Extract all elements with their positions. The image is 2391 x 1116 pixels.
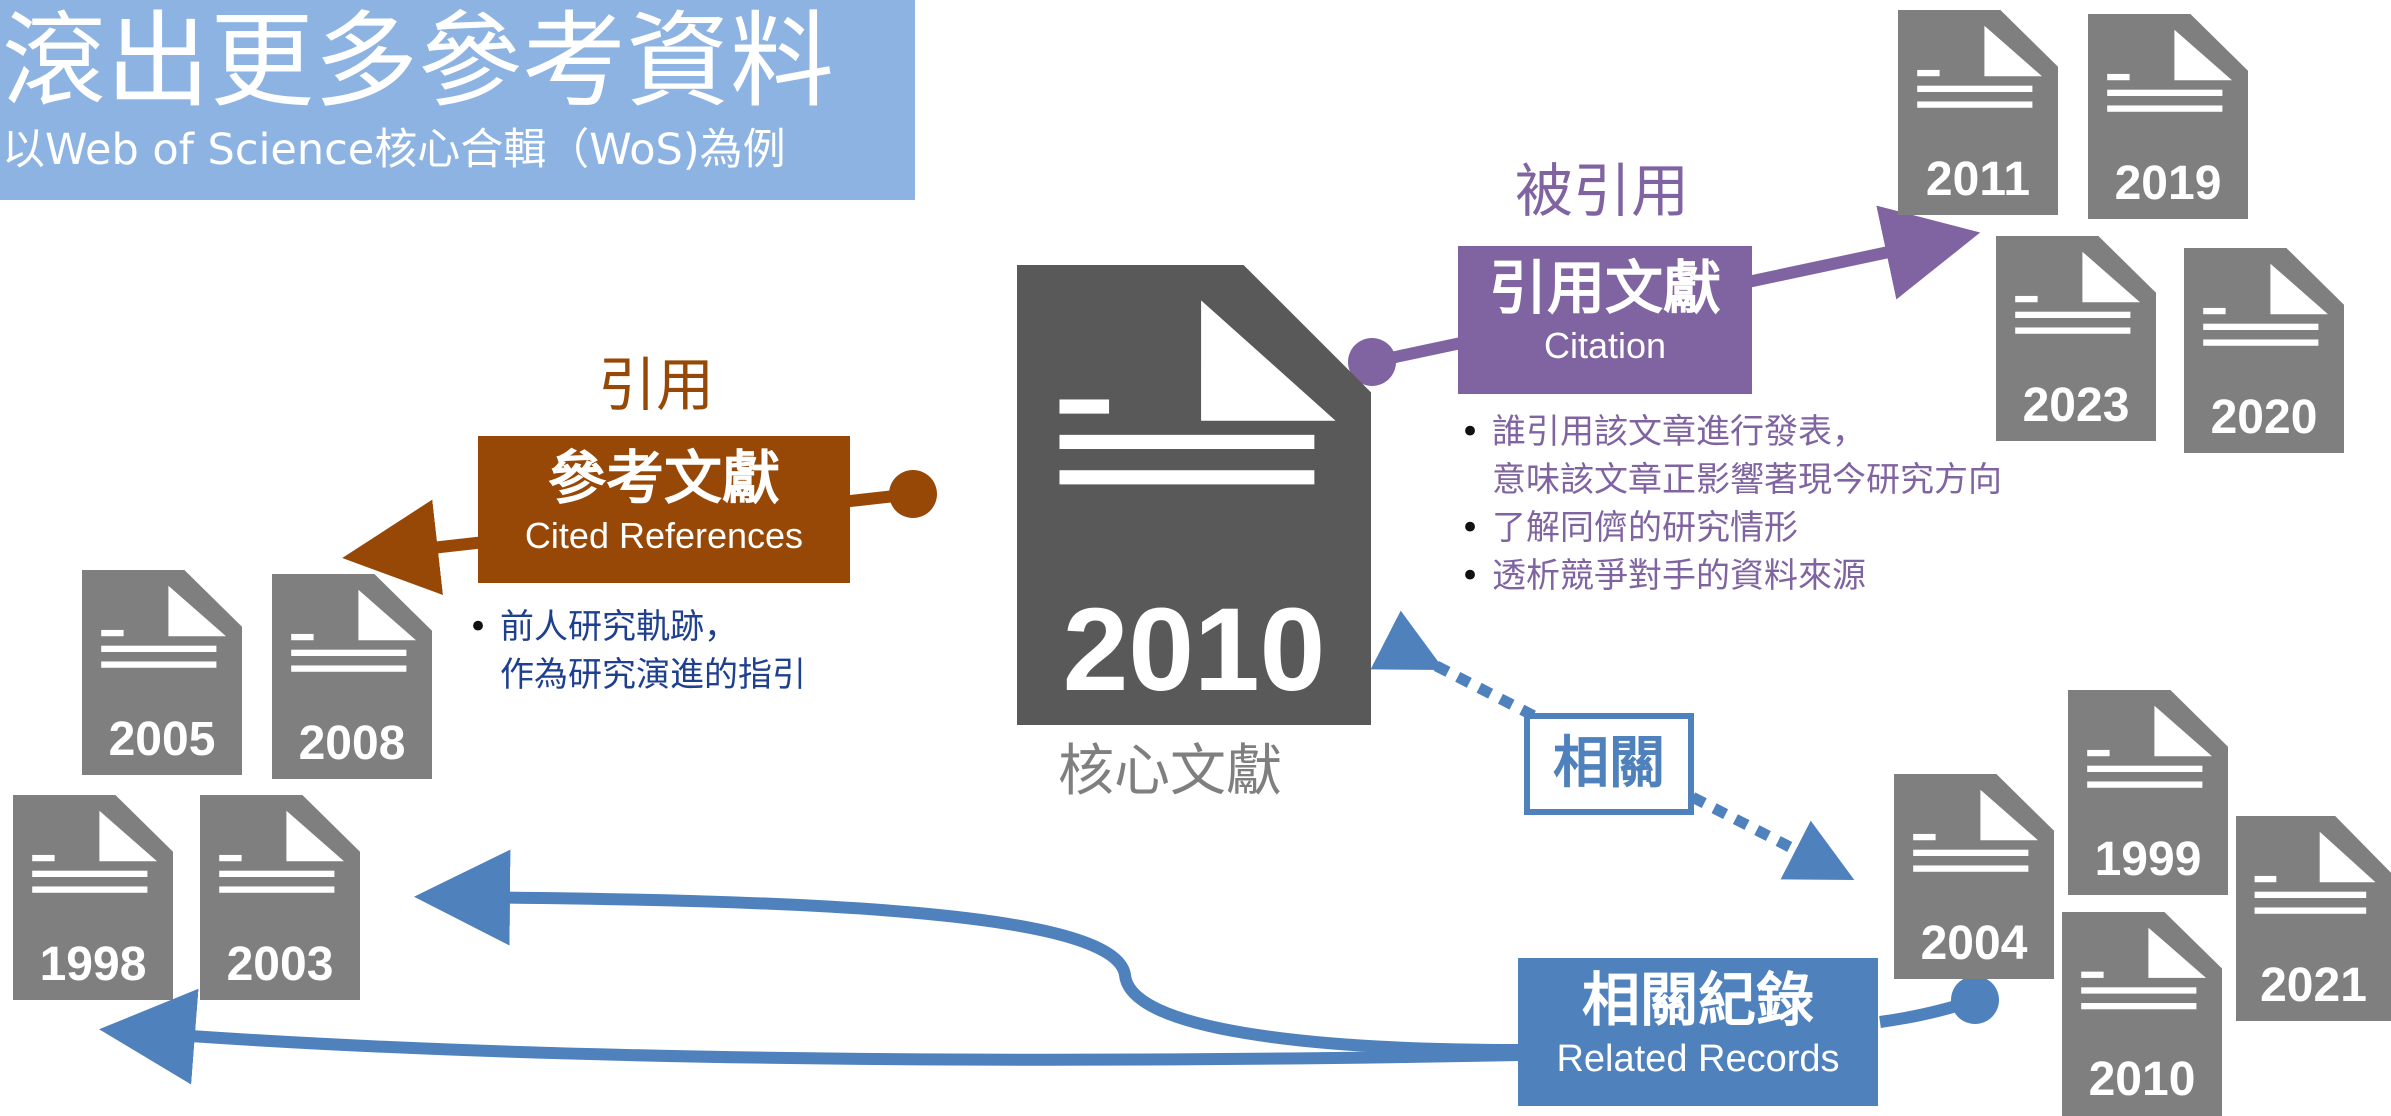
document-icon [82,570,242,775]
related-arrow-to-1998 [99,988,1521,1085]
citing-document: 2011 [1898,10,2058,215]
references-heading: 引用 [598,351,715,419]
reference-document: 2005 [82,570,242,775]
citation-box-subtitle: Citation [1543,325,1667,366]
citation-bullet: 了解同儕的研究情形 [1460,504,2002,552]
related-box: 相關紀錄 Related Records [1518,958,1878,1106]
core-document-caption: 核心文獻 [1058,739,1282,804]
reference-document: 2003 [200,795,360,1000]
document-icon [2236,816,2391,1021]
related-link-label: 相關 [1553,731,1665,796]
citing-document: 2019 [2088,14,2248,219]
document-icon [13,795,173,1000]
citation-box-title: 引用文獻 [1488,254,1721,322]
related-link-box: 相關 [1524,713,1694,815]
related-origin-dot [1951,976,1999,1024]
citation-box: 引用文獻 Citation [1458,246,1752,394]
document-icon [200,795,360,1000]
core-document: 2010 [1017,265,1371,725]
references-bullet-list: 前人研究軌跡， 作為研究演進的指引 [468,603,806,699]
document-icon [2068,690,2228,895]
citation-bullet: 誰引用該文章進行發表， 意味該文章正影響著現今研究方向 [1460,408,2002,504]
document-icon [1996,236,2156,441]
related-box-subtitle: Related Records [1556,1038,1840,1080]
cited-by-heading: 被引用 [1515,157,1690,225]
reference-document: 1998 [13,795,173,1000]
citation-bullet-list: 誰引用該文章進行發表， 意味該文章正影響著現今研究方向 了解同儕的研究情形 透析… [1460,408,2002,600]
citing-document: 2020 [2184,248,2344,453]
citation-bullet: 透析競爭對手的資料來源 [1460,552,2002,600]
related-document: 1999 [2068,690,2228,895]
page-subtitle: 以Web of Science核心合輯（WoS)為例 [2,125,786,175]
reference-document: 2008 [272,574,432,779]
related-document: 2021 [2236,816,2391,1021]
related-document: 2010 [2062,912,2222,1116]
reference-arrow-origin-dot [889,470,937,518]
references-box-title: 參考文獻 [547,444,780,512]
related-dotted-arrow [1370,610,1855,881]
document-icon [1017,265,1371,725]
page-title: 滾出更多參考資料 [2,0,835,122]
citation-arrow-origin-dot [1348,338,1396,386]
core-document-year: 2010 [1062,584,1326,716]
references-box-subtitle: Cited References [524,515,804,556]
document-icon [272,574,432,779]
header-banner: 滾出更多參考資料 以Web of Science核心合輯（WoS)為例 [0,0,915,200]
document-icon [1894,774,2054,979]
document-icon [2062,912,2222,1116]
related-arrow-to-2003 [414,849,1521,1056]
document-icon [2088,14,2248,219]
document-icon [2184,248,2344,453]
document-icon [1898,10,2058,215]
citing-document: 2023 [1996,236,2156,441]
references-bullet: 前人研究軌跡， 作為研究演進的指引 [468,603,806,699]
related-document: 2004 [1894,774,2054,979]
references-box: 參考文獻 Cited References [478,436,850,583]
related-box-title: 相關紀錄 [1581,966,1814,1034]
